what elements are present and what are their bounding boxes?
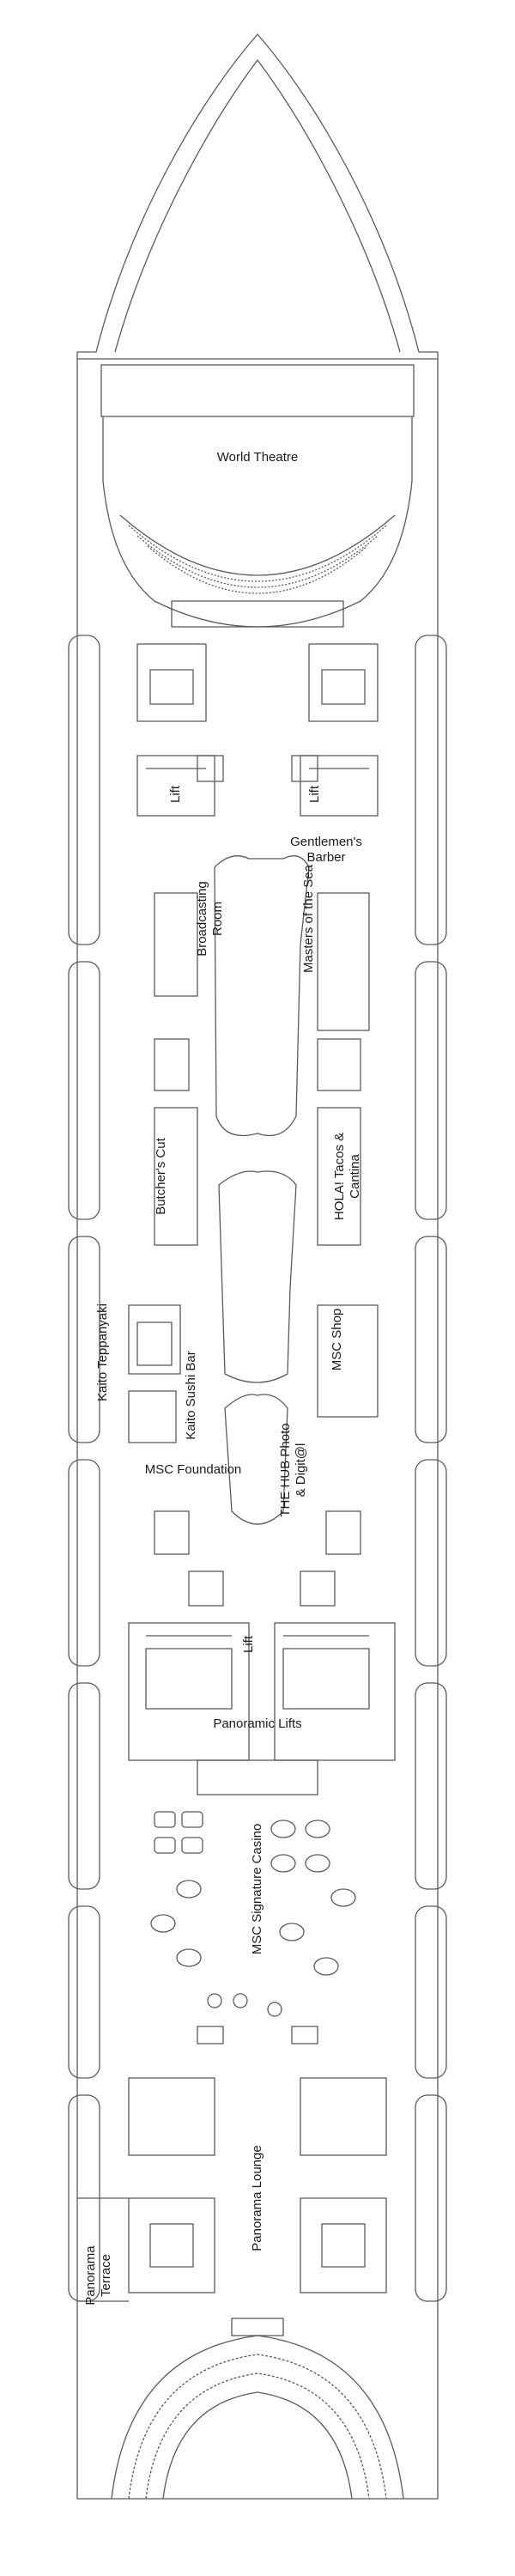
label-msc-shop: MSC Shop [330,1308,344,1371]
label-world-theatre: World Theatre [216,450,299,465]
label-panoramic-lifts: Panoramic Lifts [213,1716,302,1731]
label-kaito-teppanyaki: Kaito Teppanyaki [95,1303,110,1401]
label-hola-tacos-cantina: HOLA! Tacos & Cantina [332,1132,362,1221]
label-masters-of-the-sea: Masters of the Sea [301,865,316,973]
mid-rooms [128,892,379,1607]
label-kaito-sushi-bar: Kaito Sushi Bar [184,1351,198,1440]
label-msc-foundation: MSC Foundation [144,1462,242,1477]
label-lift-upper-left: Lift [168,785,183,804]
label-panorama-terrace: Panorama Terrace [83,2245,113,2306]
hull-inner [114,58,401,353]
label-msc-signature-casino: MSC Signature Casino [250,1823,264,1955]
aft-terrace [111,2318,404,2500]
label-lift-center: Lift [241,1635,256,1654]
atrium-voids [214,855,310,1525]
side-structures [68,635,447,2302]
aft-rooms [77,2077,387,2302]
label-broadcasting-room: Broadcasting Room [195,881,225,957]
label-panorama-lounge: Panorama Lounge [250,2145,264,2251]
world-theatre-area [100,364,415,628]
forward-cores [136,643,379,817]
label-butchers-cut: Butcher's Cut [154,1138,168,1215]
hull-outline [76,33,439,2500]
label-the-hub: THE HUB Photo & Digit@l [278,1423,308,1517]
lift-band [128,1622,396,1795]
label-gentlemens-barber: Gentlemen's Barber [290,835,362,865]
casino-tables [150,1811,356,2044]
label-lift-upper-right: Lift [307,785,322,804]
